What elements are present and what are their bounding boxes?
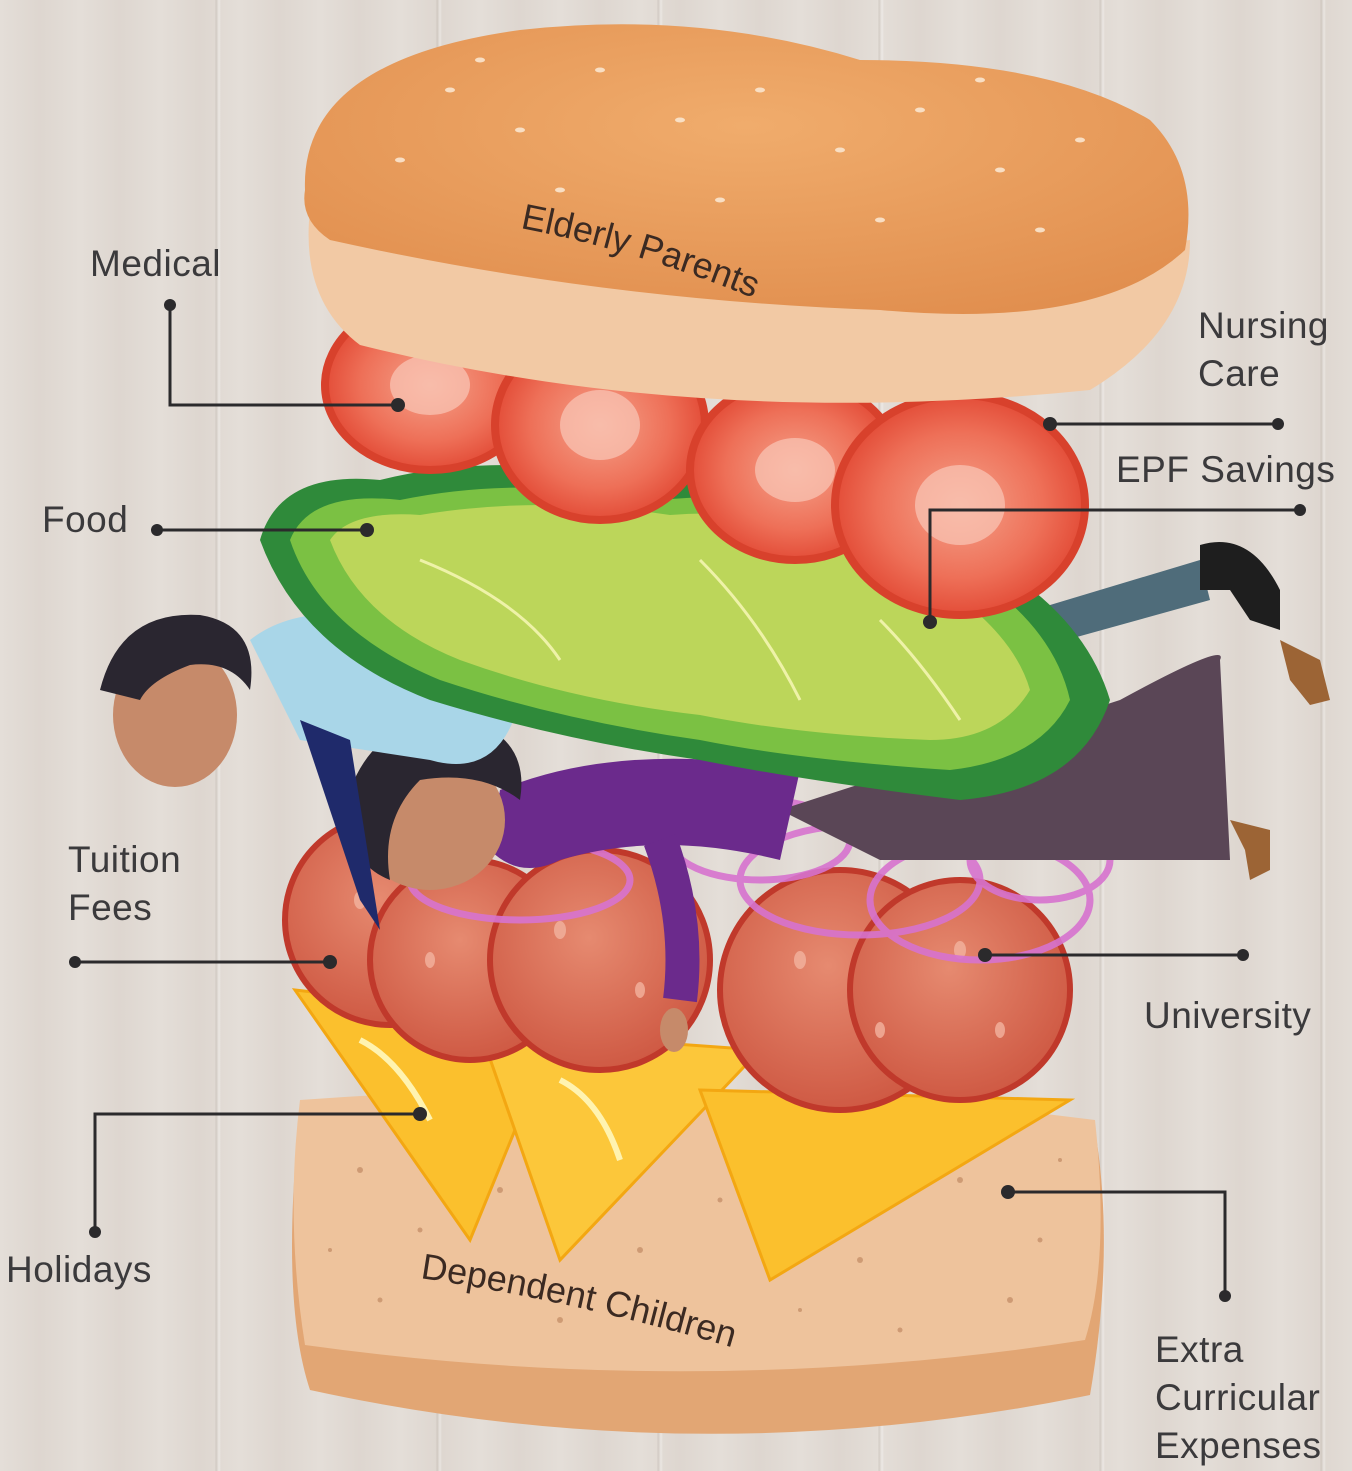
tuition-fees-label: Tuition Fees — [68, 836, 181, 932]
extra-curricular-label: Extra Curricular Expenses — [1155, 1326, 1322, 1470]
nursing-care-label: Nursing Care — [1198, 302, 1329, 398]
top-bun — [304, 24, 1190, 403]
epf-savings-label: EPF Savings — [1116, 446, 1335, 494]
university-label: University — [1144, 992, 1311, 1040]
medical-label: Medical — [90, 240, 221, 288]
holidays-label: Holidays — [6, 1246, 152, 1294]
food-label: Food — [42, 496, 128, 544]
